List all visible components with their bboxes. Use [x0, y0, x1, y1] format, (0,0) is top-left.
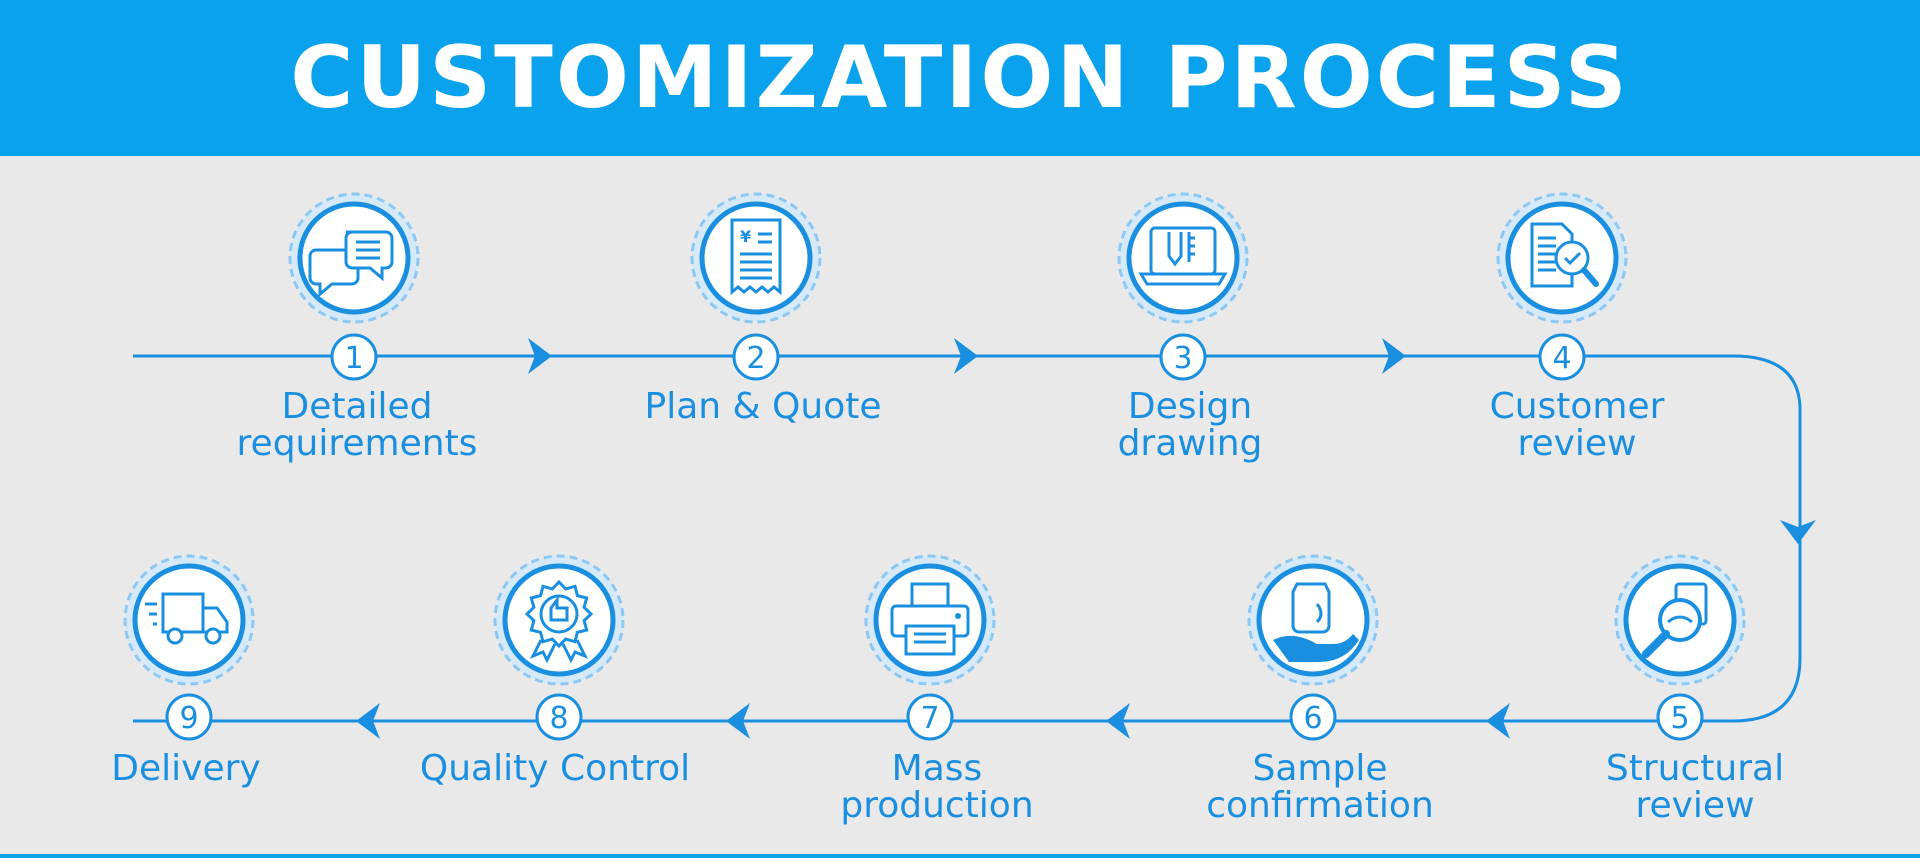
step-node-6: 6	[1247, 554, 1379, 741]
arrow-left-icon	[1106, 703, 1130, 739]
step-node-7: 7	[864, 554, 996, 741]
step-number-marker: 6	[1289, 693, 1337, 741]
step-node-3: 3	[1117, 192, 1249, 381]
return-flow-line	[1732, 354, 1802, 723]
step-number: 3	[1173, 341, 1192, 376]
step-badge	[1117, 192, 1249, 324]
printer-icon	[890, 582, 970, 656]
step-label-line: Mass	[891, 748, 983, 789]
receipt-quote-icon: ¥	[730, 218, 782, 296]
arrow-left-icon	[356, 703, 380, 739]
step-label-line: review	[1635, 785, 1755, 826]
step-label-line: Delivery	[111, 748, 261, 789]
arrow-right-icon	[1382, 338, 1406, 374]
step-label-line: production	[840, 785, 1034, 826]
step-node-9: 9	[123, 554, 255, 741]
step-number-ring	[906, 693, 954, 741]
step-number-marker: 7	[906, 693, 954, 741]
step-label-line: Design	[1127, 386, 1253, 427]
step-badge	[123, 554, 255, 686]
step-number-ring	[1656, 693, 1704, 741]
step-number-ring	[1289, 693, 1337, 741]
step-node-8: 8	[493, 554, 625, 741]
arrow-left-icon	[726, 703, 750, 739]
arrow-down-icon	[1780, 520, 1816, 544]
step-number-ring	[330, 333, 378, 381]
step-label-line: requirements	[236, 423, 478, 464]
step-label-line: Customer	[1489, 386, 1665, 427]
arrow-right-icon	[954, 338, 978, 374]
page-title: CUSTOMIZATION PROCESS	[290, 28, 1630, 128]
step-number-marker: 4	[1538, 333, 1586, 381]
step-number: 7	[920, 701, 939, 736]
step-label-9: Delivery	[36, 750, 336, 787]
magnifier-inspect-icon	[1642, 582, 1708, 658]
step-badge	[864, 554, 996, 686]
step-number-marker: 8	[535, 693, 583, 741]
step-number: 8	[549, 701, 568, 736]
step-node-4: 4	[1496, 192, 1628, 381]
badge-inner-circle	[873, 563, 987, 677]
step-label-line: drawing	[1117, 423, 1263, 464]
step-number: 6	[1303, 701, 1322, 736]
step-node-1: 1	[288, 192, 420, 381]
step-nodes: 1 ¥2 3 4 5 6 7 8 9	[123, 192, 1746, 741]
laptop-design-icon	[1138, 226, 1228, 286]
step-badge	[288, 192, 420, 324]
arrow-right-icon	[528, 338, 552, 374]
step-number-ring	[1159, 333, 1207, 381]
chat-bubbles-icon	[308, 230, 394, 298]
step-number: 9	[179, 701, 198, 736]
step-number-ring	[1538, 333, 1586, 381]
step-number-ring	[732, 333, 780, 381]
step-number: 5	[1670, 701, 1689, 736]
step-label-line: review	[1517, 423, 1637, 464]
step-badge	[1496, 192, 1628, 324]
step-label-line: Quality Control	[419, 748, 691, 789]
step-node-5: 5	[1614, 554, 1746, 741]
step-label-line: Plan & Quote	[644, 386, 882, 427]
bottom-divider	[0, 854, 1920, 858]
step-number-marker: 5	[1656, 693, 1704, 741]
step-label-line: Structural	[1605, 748, 1785, 789]
step-badge	[493, 554, 625, 686]
header-banner: CUSTOMIZATION PROCESS	[0, 0, 1920, 156]
step-label-8: Quality Control	[405, 750, 705, 787]
step-label-line: Detailed	[281, 386, 433, 427]
step-number-marker: 3	[1159, 333, 1207, 381]
arrow-left-icon	[1486, 703, 1510, 739]
step-number: 1	[344, 341, 363, 376]
quality-badge-icon	[524, 579, 594, 664]
step-badge	[1247, 554, 1379, 686]
badge-inner-circle	[699, 201, 813, 315]
step-number-marker: 1	[330, 333, 378, 381]
step-number-ring	[535, 693, 583, 741]
step-number-marker: 2	[732, 333, 780, 381]
step-label-line: confirmation	[1206, 785, 1434, 826]
hand-sample-bag-icon	[1273, 582, 1359, 662]
step-label-line: Sample	[1252, 748, 1388, 789]
step-badge	[1614, 554, 1746, 686]
step-number: 2	[746, 341, 765, 376]
step-badge: ¥	[690, 192, 822, 324]
step-number: 4	[1552, 341, 1571, 376]
badge-inner-circle	[1126, 201, 1240, 315]
step-number-marker: 9	[165, 693, 213, 741]
step-label-2: Plan & Quote	[613, 388, 913, 425]
step-node-2: ¥2	[690, 192, 822, 381]
svg-text:¥: ¥	[740, 227, 751, 246]
document-review-icon	[1530, 222, 1599, 288]
delivery-truck-icon	[145, 592, 229, 645]
step-number-ring	[165, 693, 213, 741]
